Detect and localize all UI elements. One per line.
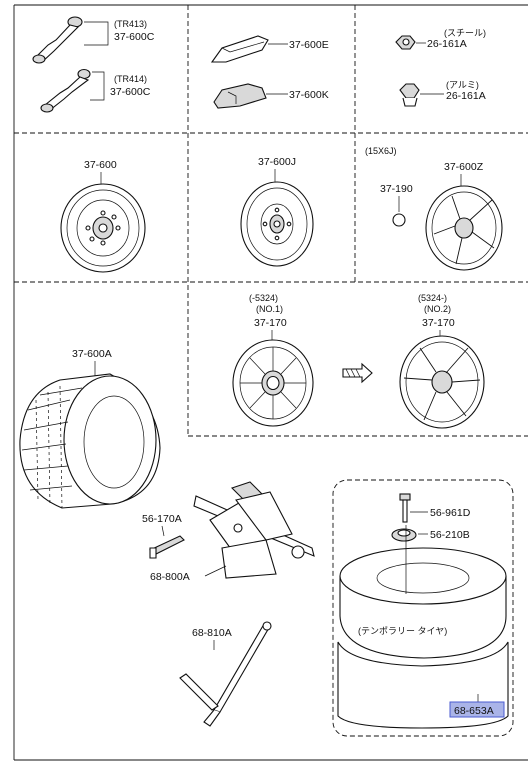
part-37-170-no1[interactable]: 37-170 xyxy=(254,317,287,329)
part-37-600c-b[interactable]: 37-600C xyxy=(110,86,151,98)
spare-tire-group xyxy=(332,479,514,737)
cover2-range: (5324-) xyxy=(418,293,447,303)
balance-weight-icon xyxy=(210,35,269,109)
lug-wrench-icon xyxy=(179,621,272,727)
clamp-icon xyxy=(391,528,417,542)
size-note: (15X6J) xyxy=(365,146,397,156)
part-37-600j[interactable]: 37-600J xyxy=(258,156,296,168)
highlight-box xyxy=(449,701,505,718)
arrow-icon xyxy=(342,362,373,384)
steel-wheel-icon xyxy=(240,181,314,267)
wheel-cover-icon xyxy=(399,335,485,429)
spare-bolt-icon xyxy=(399,493,411,523)
valve-b-note: (TR414) xyxy=(114,74,147,84)
part-37-600a[interactable]: 37-600A xyxy=(72,348,112,360)
part-37-600e[interactable]: 37-600E xyxy=(289,39,329,51)
steel-wheel-icon xyxy=(60,183,146,273)
part-37-600[interactable]: 37-600 xyxy=(84,159,117,171)
cover1-no: (NO.1) xyxy=(256,304,283,314)
part-56-961d[interactable]: 56-961D xyxy=(430,507,471,519)
dashed-grid xyxy=(14,5,528,437)
part-68-800a[interactable]: 68-800A xyxy=(150,571,190,583)
jack-icon xyxy=(149,481,315,579)
tire-icon xyxy=(19,373,161,509)
center-cap-icon xyxy=(392,213,406,227)
alloy-wheel-icon xyxy=(425,185,503,271)
part-26-161a-alu[interactable]: 26-161A xyxy=(446,90,486,102)
part-37-170-no2[interactable]: 37-170 xyxy=(422,317,455,329)
temp-tire-note: (テンポラリー タイヤ) xyxy=(358,626,447,636)
part-26-161a-steel[interactable]: 26-161A xyxy=(427,38,467,50)
nut-alu-note: (アルミ) xyxy=(446,80,479,90)
spare-tire-icon xyxy=(339,525,507,659)
part-37-600z[interactable]: 37-600Z xyxy=(444,161,484,173)
nut-steel-note: (スチール) xyxy=(444,28,486,38)
lug-nut-icon xyxy=(395,35,420,107)
valve-a-note: (TR413) xyxy=(114,19,147,29)
cover2-no: (NO.2) xyxy=(424,304,451,314)
part-68-653a[interactable]: 68-653A xyxy=(454,705,494,717)
part-68-810a[interactable]: 68-810A xyxy=(192,627,232,639)
part-56-170a[interactable]: 56-170A xyxy=(142,513,182,525)
part-56-210b[interactable]: 56-210B xyxy=(430,529,470,541)
tire-valve-icon xyxy=(32,16,91,113)
wheel-cover-icon xyxy=(232,339,314,427)
part-37-600c-a[interactable]: 37-600C xyxy=(114,31,155,43)
part-37-600k[interactable]: 37-600K xyxy=(289,89,329,101)
cover1-range: (-5324) xyxy=(249,293,278,303)
part-37-190[interactable]: 37-190 xyxy=(380,183,413,195)
